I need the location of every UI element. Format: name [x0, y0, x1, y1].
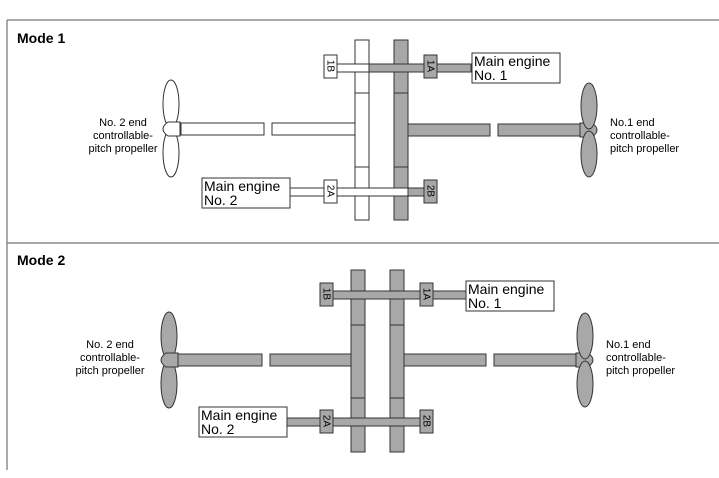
clutch-2a: [323, 179, 338, 204]
clutch-2b-label: 2B: [420, 415, 431, 428]
left-propeller-label-line2: controllable-: [93, 130, 153, 142]
mode-2-panel: Mode 2 1B: [17, 252, 675, 453]
clutch-1b: [319, 282, 334, 307]
left-propeller-label-line3: pitch propeller: [88, 143, 157, 155]
engine-2-label-line1: Main engine: [201, 407, 277, 423]
clutch-1b-label: 1B: [324, 60, 335, 73]
right-propeller: [579, 82, 598, 178]
mode-2-title: Mode 2: [17, 252, 65, 268]
left-propeller: [162, 79, 181, 178]
clutch-2a-label: 2A: [324, 185, 335, 198]
engine-2-label-line1: Main engine: [204, 178, 280, 194]
left-propeller-label-line1: No. 2 end: [86, 339, 134, 351]
clutch-1b: [323, 54, 338, 79]
right-shaft: [403, 353, 577, 367]
left-propeller: [160, 311, 179, 409]
clutch-2a: [319, 409, 334, 434]
clutch-1a-label: 1A: [424, 60, 435, 73]
right-propeller: [575, 312, 594, 408]
engine-2-shaft: [285, 417, 434, 427]
engine-1-label-line1: Main engine: [474, 53, 550, 69]
engine-2-box: [198, 406, 288, 438]
clutch-2b-label: 2B: [424, 185, 435, 198]
engine-1-shaft: [368, 63, 472, 73]
engine-2-label-line2: No. 2: [204, 192, 238, 208]
engine-2-label-line2: No. 2: [201, 421, 235, 437]
right-propeller-label-line2: controllable-: [610, 130, 670, 142]
left-gear-column: [354, 39, 370, 221]
mode-1-title: Mode 1: [17, 30, 65, 46]
right-propeller-label-line1: No.1 end: [606, 339, 651, 351]
engine-1-label-line2: No. 1: [474, 67, 508, 83]
engine-1-label-line2: No. 1: [468, 295, 502, 311]
right-propeller-label-line3: pitch propeller: [606, 365, 675, 377]
right-shaft: [407, 123, 581, 137]
clutch-1a-label: 1A: [420, 288, 431, 301]
left-propeller-label-line1: No. 2 end: [99, 117, 147, 129]
clutch-1a: [419, 282, 434, 307]
clutch-1a: [423, 54, 438, 79]
engine-1-shaft: [332, 290, 468, 300]
right-propeller-label-line3: pitch propeller: [610, 143, 679, 155]
clutch-1b-label: 1B: [320, 288, 331, 301]
engine-1-label-line1: Main engine: [468, 281, 544, 297]
left-gear-column: [350, 269, 366, 453]
engine-1-box: [465, 280, 555, 312]
clutch-2a-label: 2A: [320, 415, 331, 428]
right-propeller-label-line1: No.1 end: [610, 117, 655, 129]
clutch-2b: [423, 179, 438, 204]
left-shaft: [177, 353, 353, 367]
left-shaft: [180, 122, 357, 136]
engine-2-box: [201, 177, 291, 209]
left-propeller-label-line3: pitch propeller: [75, 365, 144, 377]
left-propeller-label-line2: controllable-: [80, 352, 140, 364]
right-propeller-label-line2: controllable-: [606, 352, 666, 364]
engine-1-box: [471, 52, 561, 84]
clutch-2b: [419, 409, 434, 434]
mode-1-panel: Mode 1 1: [17, 30, 679, 221]
